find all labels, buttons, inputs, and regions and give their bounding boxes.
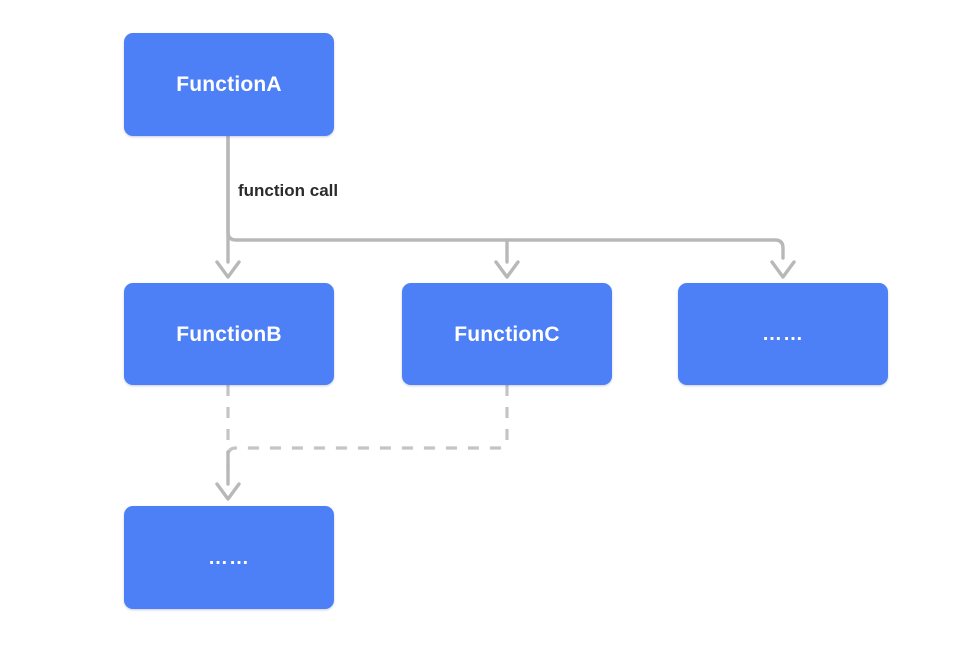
- edge-functionc-to-more-bottom: [226, 385, 509, 470]
- node-functiona[interactable]: FunctionA: [124, 33, 334, 136]
- node-more-bottom[interactable]: ……: [124, 506, 334, 609]
- arrowhead-to-functionb: [215, 260, 241, 279]
- node-functionc[interactable]: FunctionC: [402, 283, 612, 385]
- node-more-right[interactable]: ……: [678, 283, 888, 385]
- node-more-bottom-label: ……: [208, 546, 250, 569]
- node-more-right-label: ……: [762, 323, 804, 345]
- node-functionb[interactable]: FunctionB: [124, 283, 334, 385]
- node-functionb-label: FunctionB: [176, 322, 282, 346]
- node-functiona-label: FunctionA: [176, 73, 282, 96]
- edge-label-function-call: function call: [238, 181, 339, 200]
- arrowhead-to-functionc: [494, 260, 520, 279]
- arrowhead-to-more-bottom: [215, 482, 241, 501]
- node-functionc-label: FunctionC: [454, 322, 560, 346]
- arrowhead-to-more-right: [770, 260, 796, 279]
